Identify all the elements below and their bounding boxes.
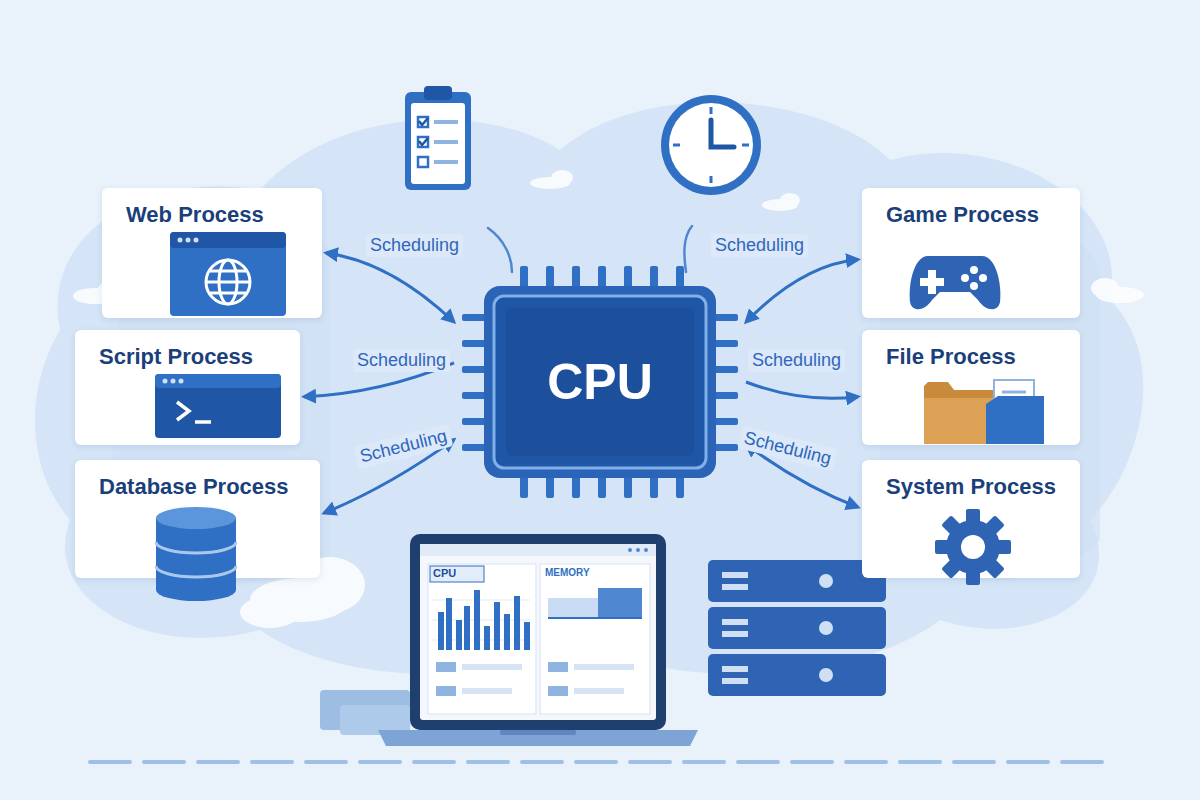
chip-pin <box>462 392 486 399</box>
chip-pin <box>520 266 528 288</box>
chip-pin <box>714 418 738 425</box>
chip-pin <box>624 476 632 498</box>
chip-pin <box>714 314 738 321</box>
process-title: Script Process <box>99 344 253 370</box>
edge-label: Scheduling <box>366 234 463 257</box>
chip-pin <box>520 476 528 498</box>
cpu-chip-box: CPU <box>458 262 742 502</box>
chip-pin <box>462 314 486 321</box>
process-title: Database Process <box>99 474 289 500</box>
chip-pin <box>714 340 738 347</box>
chip-pin <box>572 476 580 498</box>
edge-label: Scheduling <box>748 349 845 372</box>
process-box: System Process <box>862 460 1080 578</box>
chip-pin <box>714 444 738 451</box>
chip-pin <box>714 392 738 399</box>
chip-pin <box>650 476 658 498</box>
gamepad-icon <box>908 254 1002 312</box>
chip-label: CPU <box>547 353 653 411</box>
chip-pin <box>598 266 606 288</box>
process-box: Script Process <box>75 330 300 445</box>
process-box: File Process <box>862 330 1080 445</box>
folder-icon <box>924 376 1046 446</box>
chip-pin <box>462 340 486 347</box>
terminal-icon <box>155 374 281 438</box>
chip-pin <box>676 476 684 498</box>
process-title: System Process <box>886 474 1056 500</box>
chip-pin <box>624 266 632 288</box>
scheduling-arrow <box>746 260 858 323</box>
process-box: Database Process <box>75 460 320 578</box>
chip-pin <box>650 266 658 288</box>
process-title: File Process <box>886 344 1016 370</box>
chip-pin <box>572 266 580 288</box>
chip-pin <box>462 418 486 425</box>
chip-pin <box>714 366 738 373</box>
scheduling-arrow <box>326 253 454 322</box>
chip-pin <box>546 266 554 288</box>
database-icon <box>155 506 237 602</box>
chip-pin <box>462 444 486 451</box>
screen-label: CPU <box>433 567 456 579</box>
chip-pin <box>598 476 606 498</box>
process-title: Game Process <box>886 202 1039 228</box>
chip-pin <box>676 266 684 288</box>
edge-label: Scheduling <box>711 234 808 257</box>
process-box: Game Process <box>862 188 1080 318</box>
screen-label: MEMORY <box>545 567 590 578</box>
edge-label: Scheduling <box>353 349 450 372</box>
scheduling-arrow <box>746 382 858 398</box>
process-title: Web Process <box>126 202 264 228</box>
browser-icon <box>170 232 286 316</box>
gear-icon <box>934 508 1012 586</box>
chip-pin <box>546 476 554 498</box>
process-box: Web Process <box>102 188 322 318</box>
chip-pin <box>462 366 486 373</box>
